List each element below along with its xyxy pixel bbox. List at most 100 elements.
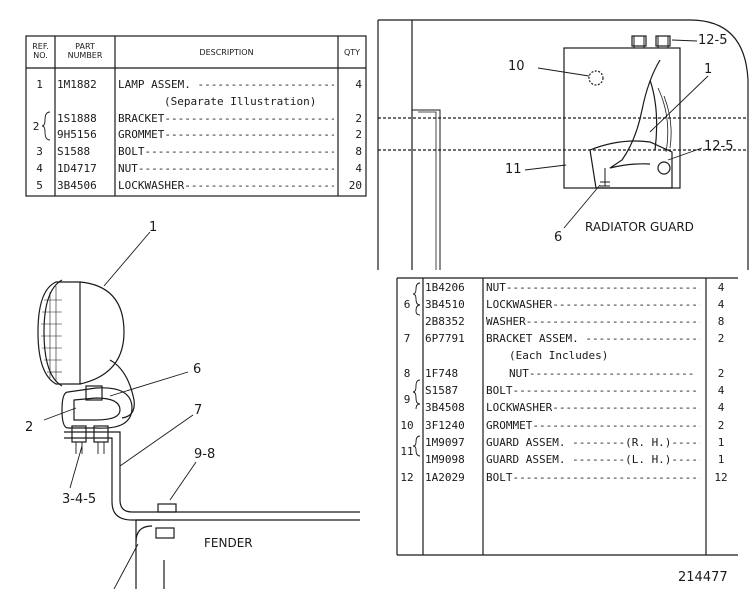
part-number-cell: 1A2029 [425,471,465,484]
table-row: 11 1M9098 GUARD ASSEM. --------(L. H.)--… [397,445,738,467]
table-row: 1 1M1882 LAMP ASSEM. -------------------… [26,77,366,92]
description-cell: LOCKWASHER-------------------------- [118,179,334,192]
callout-guard-10: 10 [508,59,525,74]
qty-cell: 4 [355,78,362,91]
right-parts-table: 1B4206 NUT------------------------------… [397,280,738,552]
fender-caption: FENDER [204,536,253,550]
qty-cell: 2 [717,332,725,345]
ref-cell: 4 [36,162,43,175]
part-number-cell: 3B4506 [57,179,97,192]
callout-bracket-7: 7 [194,403,203,418]
qty-cell: 1 [717,453,725,466]
header-ref-no: REF. NO. [32,42,49,60]
figure-number: 214477 [678,570,728,585]
callout-bracket-2: 2 [25,420,34,435]
ref-cell: 11 [400,445,414,458]
part-number-cell: 1B4206 [425,281,465,294]
table-row: S1587 BOLT---------------------------- 4 [397,383,738,398]
table-row: 5 3B4506 LOCKWASHER---------------------… [26,178,366,193]
description-cell: BOLT---------------------------- [486,384,698,397]
part-number-cell: 1D4717 [57,162,97,175]
part-number-cell: 1M1882 [57,78,97,91]
qty-cell: 1 [717,436,725,449]
callout-guard-11: 11 [505,162,522,177]
qty-cell: 8 [717,315,725,328]
ref-cell: 9 [403,393,411,406]
description-cell: LAMP ASSEM. ----------------------- [118,78,334,91]
lamp-fender-drawing [37,231,360,589]
description-cell: LOCKWASHER----------------------- [486,298,700,311]
qty-cell: 4 [717,384,725,397]
right-table-frame [396,277,738,556]
callout-guard-1: 1 [704,62,713,77]
description-cell: NUT------------------------- [509,367,695,380]
radiator-guard-drawing [377,19,749,270]
callout-bolt-3-4-5: 3-4-5 [62,492,97,507]
table-row: 2 9H5156 GROMMET------------------------… [26,120,366,142]
description-cell: WASHER--------------------------- [486,315,700,328]
part-number-cell: 1M9097 [425,436,465,449]
table-row: 1M9097 GUARD ASSEM. --------(R. H.)-----… [397,435,738,450]
description-cell: LOCKWASHER----------------------- [486,401,700,414]
table-row: 7 6P7791 BRACKET ASSEM. ----------------… [397,331,738,346]
description-cell: BOLT-------------------------------- [118,145,334,158]
ref-cell: 2 [32,120,40,133]
table-row: 10 3F1240 GROMMET-----------------------… [397,418,738,433]
table-row: 6 3B4510 LOCKWASHER---------------------… [397,297,738,312]
description-cell: BOLT----------------------------- [486,471,700,484]
qty-cell: 2 [355,128,362,141]
part-number-cell: 1M9098 [425,453,465,466]
description-cell: GUARD ASSEM. --------(R. H.)----- [486,436,700,449]
part-number-cell: S1587 [425,384,459,397]
ref-cell: 12 [400,471,414,484]
qty-cell: 20 [348,179,362,192]
part-number-cell: 9H5156 [57,128,97,141]
callout-guard-12-5-top: 12-5 [698,33,728,48]
left-parts-table: 1 1M1882 LAMP ASSEM. -------------------… [26,77,366,195]
description-cell: NUT--------------------------------- [118,162,334,175]
header-qty: QTY [343,48,361,57]
description-cell: (Each Includes) [509,349,609,362]
header-part-number: PART NUMBER [67,42,103,60]
ref-cell: 10 [400,419,414,432]
part-number-cell: 1F748 [425,367,459,380]
description-cell: BRACKET ASSEM. ------------------- [486,332,700,345]
part-number-cell: 1S1888 [57,112,97,125]
qty-cell: 4 [717,281,725,294]
qty-cell: 2 [355,112,362,125]
table-row: 1B4206 NUT------------------------------… [397,280,738,295]
table-row: (Separate Illustration) [26,94,366,109]
part-number-cell: 3F1240 [425,419,465,432]
ref-cell: 6 [403,298,411,311]
ref-cell: 1 [36,78,43,91]
callout-nut-9-8: 9-8 [194,447,216,462]
part-number-cell: 6P7791 [425,332,465,345]
part-number-cell: S1588 [57,145,91,158]
table-row: 9 3B4508 LOCKWASHER---------------------… [397,393,738,415]
description-cell: GROMMET----------------------------- [118,128,334,141]
table-row: 1S1888 BRACKET--------------------------… [26,111,366,126]
callout-lamp-1: 1 [149,220,158,235]
qty-cell: 4 [717,298,725,311]
callout-guard-6: 6 [554,230,563,245]
qty-cell: 2 [717,419,725,432]
table-row: 2B8352 WASHER---------------------------… [397,314,738,329]
table-row: 4 1D4717 NUT----------------------------… [26,161,366,176]
description-cell: BRACKET----------------------------- [118,112,334,125]
callout-bolt-6: 6 [193,362,202,377]
part-number-cell: 3B4508 [425,401,465,414]
description-cell: GUARD ASSEM. --------(L. H.)----- [486,453,700,466]
table-row: 8 1F748 NUT------------------------- 2 [397,366,738,381]
left-table-frame [25,35,367,197]
description-cell: NUT------------------------------ [486,281,700,294]
table-row: 3 S1588 BOLT----------------------------… [26,144,366,159]
qty-cell: 4 [355,162,362,175]
table-row: (Each Includes) [397,348,738,363]
header-description: DESCRIPTION [199,48,254,57]
description-cell: GROMMET-------------------------- [486,419,700,432]
ref-cell: 8 [403,367,411,380]
ref-cell: 3 [36,145,43,158]
qty-cell: 2 [717,367,725,380]
table-row: 12 1A2029 BOLT--------------------------… [397,470,738,485]
